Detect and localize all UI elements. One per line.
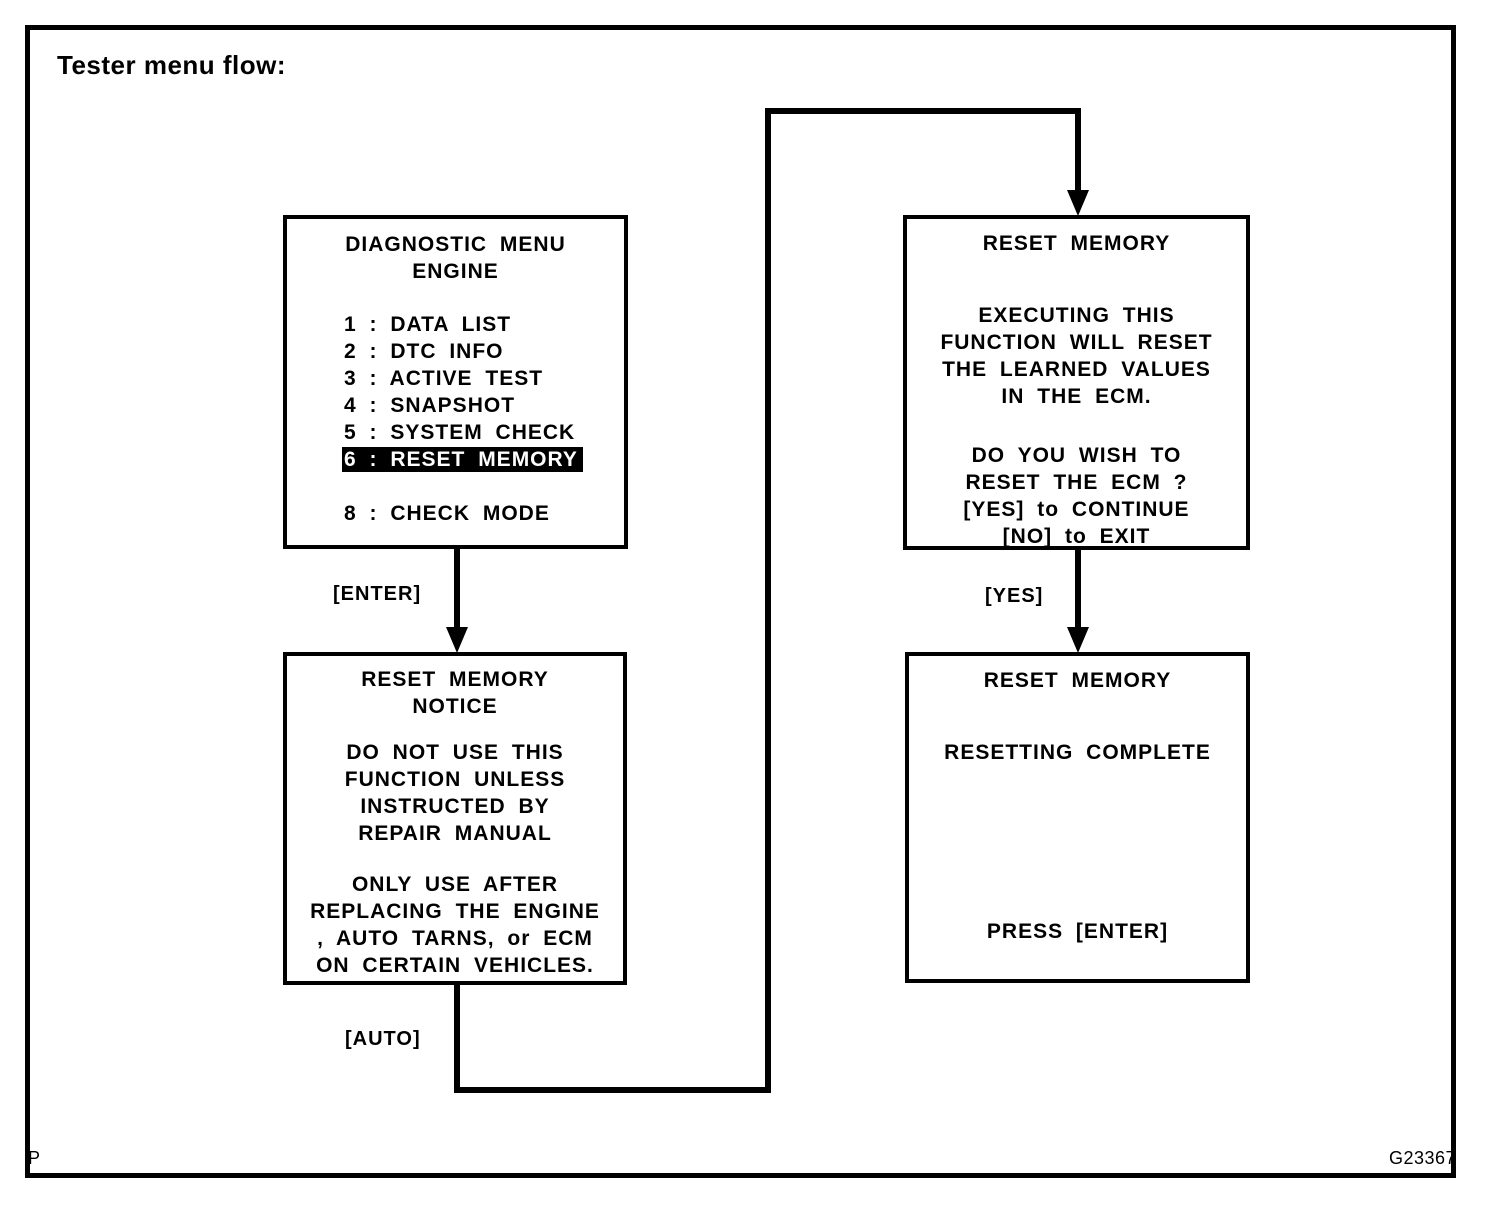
reset-memory-complete-screen: RESET MEMORY RESETTING COMPLETE PRESS [E… <box>905 652 1250 983</box>
notice-text-line: ON CERTAIN VEHICLES. <box>316 954 594 977</box>
auto-path-segment <box>1075 108 1081 192</box>
yes-arrow-line <box>1075 550 1081 628</box>
notice-text-line: ONLY USE AFTER <box>351 873 559 896</box>
auto-path-segment <box>765 108 1081 114</box>
enter-arrow-line <box>454 549 460 628</box>
notice-text-line: , AUTO TARNS, or ECM <box>317 927 593 950</box>
confirm-text-line: [YES] to CONTINUE <box>963 498 1190 521</box>
yes-arrow-head-icon <box>1067 627 1089 653</box>
screen-title-line: RESET MEMORY <box>982 232 1171 255</box>
selected-item-highlight: 6 : RESET MEMORY <box>342 447 583 472</box>
menu-item-dtc-info: 2 : DTC INFO <box>344 340 504 363</box>
auto-arrow-head-icon <box>1067 190 1089 216</box>
diagram-border <box>25 25 1456 1178</box>
auto-path-segment <box>454 985 460 1093</box>
notice-text-line: FUNCTION UNLESS <box>344 768 566 791</box>
enter-arrow-head-icon <box>446 627 468 653</box>
menu-item-active-test: 3 : ACTIVE TEST <box>344 367 544 390</box>
notice-text-line: REPAIR MANUAL <box>358 822 552 845</box>
auto-path-segment <box>765 108 771 1093</box>
confirm-text-line: THE LEARNED VALUES <box>942 358 1211 381</box>
page-marker: P <box>28 1148 41 1168</box>
figure-id: G23367 <box>1389 1148 1457 1168</box>
menu-item-snapshot: 4 : SNAPSHOT <box>344 394 516 417</box>
page-title: Tester menu flow: <box>57 50 287 80</box>
yes-edge-label: [YES] <box>985 585 1044 607</box>
complete-prompt-line: PRESS [ENTER] <box>986 920 1169 943</box>
confirm-text-line: RESET THE ECM ? <box>965 471 1188 494</box>
auto-path-segment <box>454 1087 771 1093</box>
reset-memory-confirm-screen: RESET MEMORY EXECUTING THIS FUNCTION WIL… <box>903 215 1250 550</box>
enter-edge-label: [ENTER] <box>333 583 422 605</box>
notice-text-line: DO NOT USE THIS <box>346 741 564 764</box>
reset-memory-notice-screen: RESET MEMORY NOTICE DO NOT USE THIS FUNC… <box>283 652 627 985</box>
complete-status-line: RESETTING COMPLETE <box>944 741 1211 764</box>
confirm-text-line: DO YOU WISH TO <box>971 444 1182 467</box>
menu-item-data-list: 1 : DATA LIST <box>344 313 512 336</box>
menu-item-check-mode: 8 : CHECK MODE <box>344 502 550 525</box>
notice-text-line: REPLACING THE ENGINE <box>310 900 600 923</box>
screen-title-line: NOTICE <box>412 695 498 718</box>
screen-title-line: DIAGNOSTIC MENU <box>345 233 566 256</box>
menu-item-reset-memory-selected: 6 : RESET MEMORY <box>342 446 624 473</box>
menu-item-system-check: 5 : SYSTEM CHECK <box>344 421 576 444</box>
auto-edge-label: [AUTO] <box>345 1028 421 1050</box>
notice-text-line: INSTRUCTED BY <box>360 795 550 818</box>
menu-item-list: 1 : DATA LIST 2 : DTC INFO 3 : ACTIVE TE… <box>287 311 624 527</box>
screen-title-line: ENGINE <box>412 260 499 283</box>
confirm-text-line: IN THE ECM. <box>1001 385 1152 408</box>
confirm-text-line: FUNCTION WILL RESET <box>940 331 1213 354</box>
screen-title-line: RESET MEMORY <box>983 669 1172 692</box>
confirm-text-line: EXECUTING THIS <box>978 304 1175 327</box>
confirm-text-line: [NO] to EXIT <box>1002 525 1151 548</box>
screen-title-line: RESET MEMORY <box>361 668 549 691</box>
diagnostic-menu-screen: DIAGNOSTIC MENU ENGINE 1 : DATA LIST 2 :… <box>283 215 628 549</box>
